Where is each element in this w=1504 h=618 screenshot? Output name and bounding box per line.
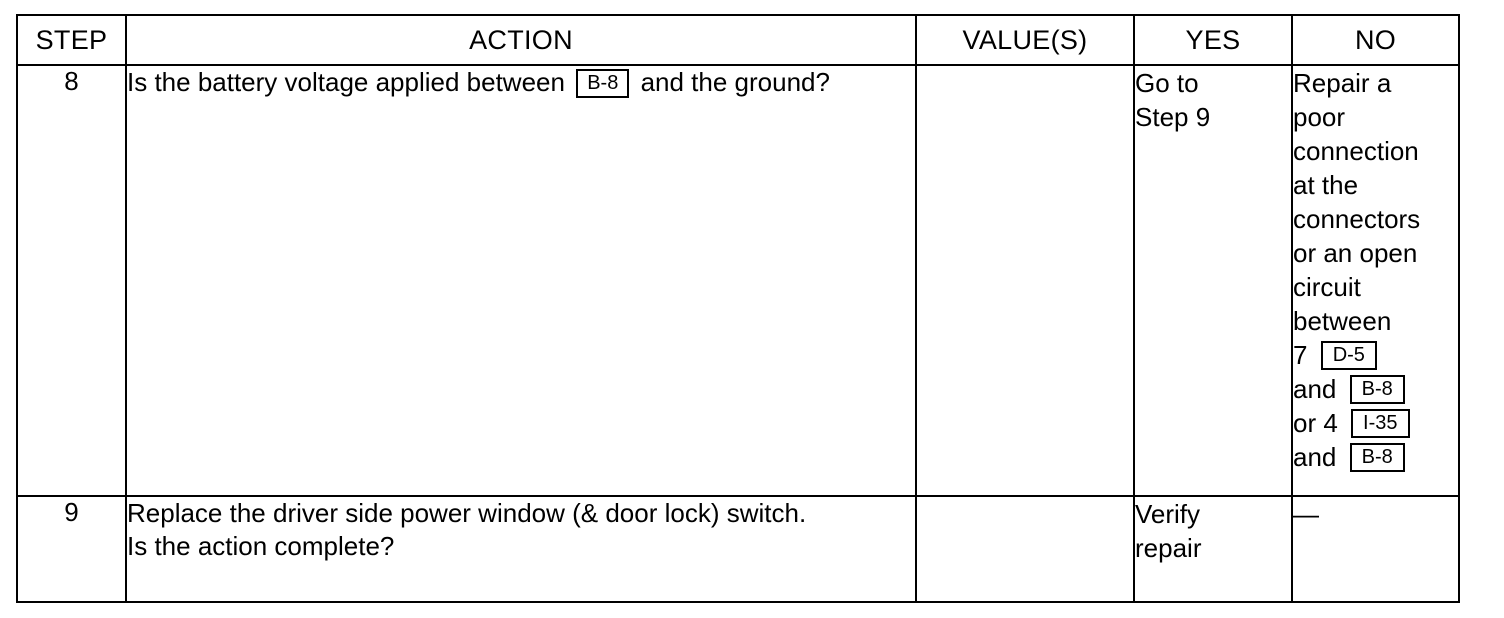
no-cell: Repair a poor connection at the connecto… xyxy=(1291,64,1460,497)
no-line-text: Repair a xyxy=(1293,68,1392,98)
table-header-row: STEP ACTION VALUE(S) YES NO xyxy=(16,14,1460,66)
no-line: connectors xyxy=(1293,202,1458,236)
table-row: 9 Replace the driver side power window (… xyxy=(16,495,1460,603)
step-number-cell: 9 xyxy=(16,495,127,603)
connector-ref-d5: D-5 xyxy=(1320,341,1377,370)
no-line-text: or an open xyxy=(1293,238,1418,268)
column-header-action: ACTION xyxy=(125,14,917,66)
no-line-text: circuit xyxy=(1293,272,1361,302)
no-line: or an open xyxy=(1293,236,1458,270)
action-cell: Replace the driver side power window (& … xyxy=(125,495,917,603)
no-line-text: and xyxy=(1293,442,1337,472)
no-line: and B-8 xyxy=(1293,372,1458,406)
no-line: and B-8 xyxy=(1293,440,1458,474)
yes-line: Verify xyxy=(1135,499,1201,529)
no-line: Repair a xyxy=(1293,66,1458,100)
diagnostic-step-table: STEP ACTION VALUE(S) YES NO 8 Is the bat… xyxy=(16,14,1460,603)
yes-line: repair xyxy=(1135,533,1202,563)
yes-line: Step 9 xyxy=(1135,102,1211,132)
connector-ref-b8: B-8 xyxy=(1349,443,1405,472)
column-header-yes: YES xyxy=(1133,14,1293,66)
no-cell: — xyxy=(1291,495,1460,603)
values-cell xyxy=(915,495,1135,603)
step-number-cell: 8 xyxy=(16,64,127,497)
no-line-text: 7 xyxy=(1293,340,1308,370)
no-line: connection xyxy=(1293,134,1458,168)
action-line: Is the action complete? xyxy=(127,531,395,561)
action-line: Replace the driver side power window (& … xyxy=(127,498,807,528)
no-line: or 4 I-35 xyxy=(1293,406,1458,440)
column-header-values: VALUE(S) xyxy=(915,14,1135,66)
no-line-text: connectors xyxy=(1293,204,1421,234)
no-line-text: poor xyxy=(1293,102,1346,132)
action-text-before: Is the battery voltage applied between xyxy=(127,67,565,97)
column-header-step: STEP xyxy=(16,14,127,66)
values-cell xyxy=(915,64,1135,497)
no-line: circuit xyxy=(1293,270,1458,304)
connector-ref-b8: B-8 xyxy=(1349,375,1405,404)
no-line-text: connection xyxy=(1293,136,1419,166)
yes-cell: Verify repair xyxy=(1133,495,1293,603)
yes-line: Go to xyxy=(1135,68,1199,98)
em-dash-placeholder: — xyxy=(1293,499,1319,529)
no-line-text: between xyxy=(1293,306,1392,336)
no-line: poor xyxy=(1293,100,1458,134)
no-line-text: or 4 xyxy=(1293,408,1338,438)
action-cell: Is the battery voltage applied between B… xyxy=(125,64,917,497)
connector-ref-b8: B-8 xyxy=(576,69,630,98)
yes-cell: Go to Step 9 xyxy=(1133,64,1293,497)
no-line-text: and xyxy=(1293,374,1337,404)
table-row: 8 Is the battery voltage applied between… xyxy=(16,64,1460,497)
no-line-text: at the xyxy=(1293,170,1359,200)
no-line: between xyxy=(1293,304,1458,338)
connector-ref-i35: I-35 xyxy=(1351,409,1410,438)
action-text-after: and the ground? xyxy=(640,67,830,97)
no-line: at the xyxy=(1293,168,1458,202)
column-header-no: NO xyxy=(1291,14,1460,66)
no-line: 7 D-5 xyxy=(1293,338,1458,372)
